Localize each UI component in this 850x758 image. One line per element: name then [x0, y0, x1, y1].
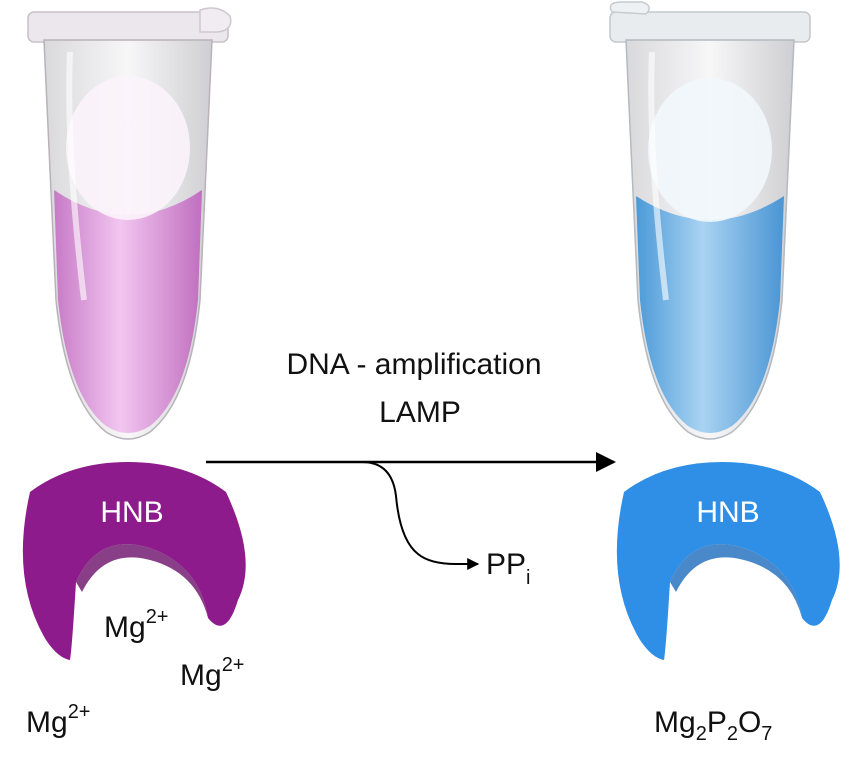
magnesium-pyrophosphate-label: Mg2P2O7: [654, 706, 772, 745]
process-label-line1: DNA - amplification: [286, 348, 541, 381]
left-tube-glare: [66, 51, 87, 301]
left-tube-cap-rim: [27, 11, 229, 43]
right-tube-cap-hinge: [609, 1, 650, 15]
right-hnb-crescent: HNB: [616, 462, 840, 660]
left-hnb-shape: [22, 462, 246, 660]
left-hnb-label: HNB: [100, 496, 163, 529]
left-hnb-inner-shadow: [76, 544, 208, 618]
mg-ion-2: Mg2+: [180, 654, 245, 692]
right-tube-glare: [648, 51, 669, 301]
process-label-line2: LAMP: [379, 396, 461, 429]
left-tube-liquid: [54, 190, 202, 433]
byproduct-branch-arrow: [361, 461, 480, 570]
right-tube-liquid: [636, 196, 784, 433]
right-hnb-shape: [616, 462, 840, 660]
mg-ion-3: Mg2+: [26, 701, 91, 739]
right-hnb-inner-shadow: [670, 544, 802, 618]
left-tube-meniscus: [66, 76, 190, 220]
right-tube-meniscus: [648, 78, 772, 222]
mg-ion-1: Mg2+: [104, 606, 169, 644]
right-hnb-label: HNB: [696, 496, 759, 529]
left-hnb-crescent: HNB: [22, 462, 246, 660]
left-tube-cap-hinge: [199, 7, 232, 33]
byproduct-ppi: PPi: [486, 548, 530, 589]
right-tube: [609, 1, 811, 440]
left-tube: [27, 7, 232, 440]
right-tube-cap-rim: [609, 11, 811, 43]
